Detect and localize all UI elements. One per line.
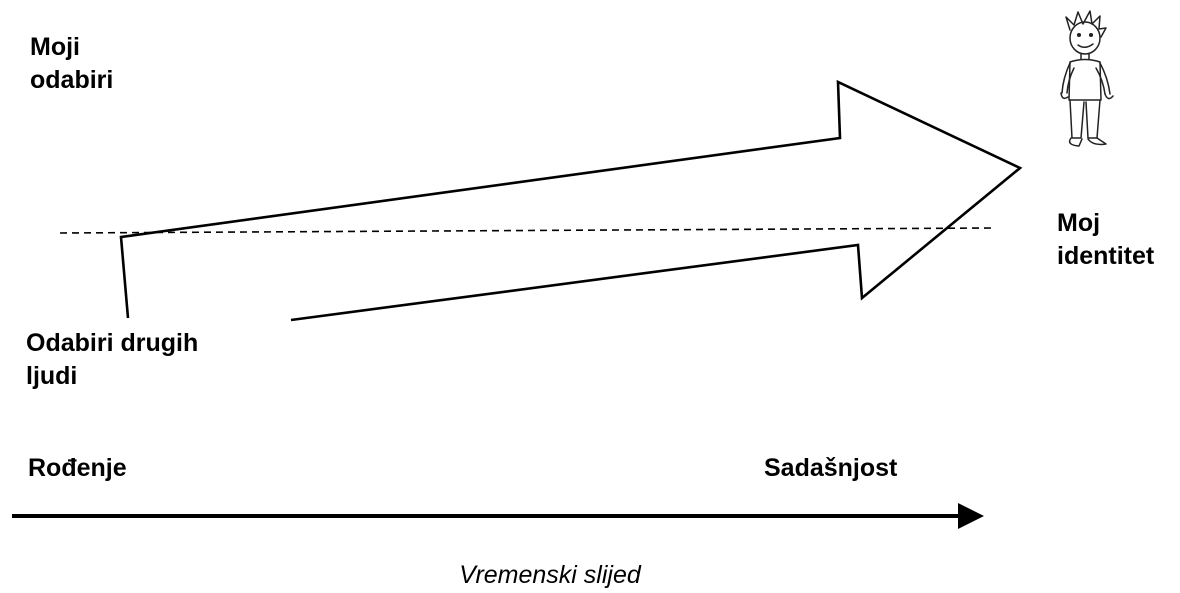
standing-person-sketch-icon [1060, 10, 1114, 147]
others-choices-line-2: ljudi [26, 362, 78, 390]
timeline-arrowhead [958, 503, 984, 529]
my-choices-line-2: odabiri [30, 66, 114, 94]
my-choices-line-1: Moji [30, 33, 80, 61]
identity-line-2: identitet [1057, 242, 1155, 270]
growth-arrow [119, 79, 1023, 322]
timeline-label: Vremenski slijed [459, 561, 641, 589]
my-choices-label: Moji odabiri [30, 31, 113, 97]
dashed-reference-line [59, 227, 993, 234]
others-choices-label: Odabiri drugih ljudi [26, 327, 198, 393]
identity-line-1: Moj [1057, 209, 1101, 237]
others-choices-line-1: Odabiri drugih [26, 329, 199, 357]
present-label: Sadašnjost [764, 454, 898, 482]
birth-label: Rođenje [28, 454, 127, 482]
identity-label: Moj identitet [1057, 207, 1154, 273]
